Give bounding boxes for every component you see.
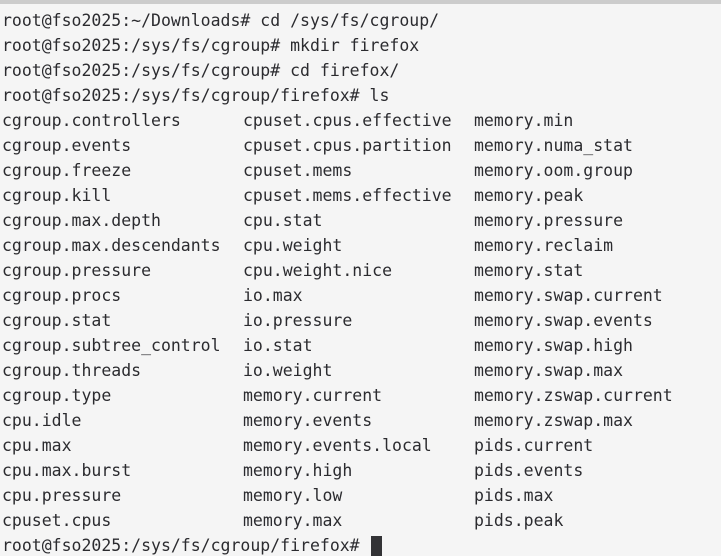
ls-entry: memory.current: [243, 386, 383, 405]
ls-output-row: cgroup.procs io.max memory.swap.current: [2, 283, 719, 308]
ls-output-row: cpu.pressure memory.low pids.max: [2, 483, 719, 508]
ls-entry: memory.swap.max: [474, 361, 624, 380]
ls-entry: cgroup.controllers: [2, 111, 181, 130]
ls-entry: io.weight: [243, 361, 333, 380]
ls-entry: cpuset.mems: [243, 161, 353, 180]
ls-output-row: cpu.idle memory.events memory.zswap.max: [2, 408, 719, 433]
ls-output-row: cgroup.events cpuset.cpus.partition memory…: [2, 133, 719, 158]
ls-output-row: cgroup.subtree_control io.stat memory.swap…: [2, 333, 719, 358]
ls-entry: cgroup.pressure: [2, 261, 152, 280]
ls-entry: cpu.weight.nice: [243, 261, 393, 280]
ls-entry: memory.max: [243, 511, 343, 530]
ls-entry: io.max: [243, 286, 303, 305]
ls-entry: cpuset.cpus.effective: [243, 111, 452, 130]
window-top-edge-strip: [0, 0, 721, 4]
ls-entry: cpu.max: [2, 436, 72, 455]
ls-entry: memory.numa_stat: [474, 136, 633, 155]
ls-entry: memory.swap.current: [474, 286, 663, 305]
ls-entry: cgroup.procs: [2, 286, 122, 305]
ls-output-row: cgroup.max.depth cpu.stat memory.pressure: [2, 208, 719, 233]
ls-entry: cpuset.cpus: [2, 511, 112, 530]
ls-output-row: cpuset.cpus memory.max pids.peak: [2, 508, 719, 533]
ls-entry: memory.zswap.current: [474, 386, 673, 405]
ls-entry: cpu.weight: [243, 236, 343, 255]
ls-entry: cgroup.threads: [2, 361, 142, 380]
terminal-screen[interactable]: root@fso2025:~/Downloads# cd /sys/fs/cgr…: [0, 4, 721, 556]
ls-entry: memory.oom.group: [474, 161, 633, 180]
ls-output-row: cpu.max memory.events.local pids.current: [2, 433, 719, 458]
ls-entry: memory.min: [474, 111, 574, 130]
ls-entry: pids.current: [474, 436, 594, 455]
ls-entry: cgroup.subtree_control: [2, 336, 221, 355]
ls-entry: cpu.idle: [2, 411, 82, 430]
ls-output-row: cgroup.kill cpuset.mems.effective memory.p…: [2, 183, 719, 208]
terminal-command-line: root@fso2025:~/Downloads# cd /sys/fs/cgr…: [2, 11, 440, 30]
ls-entry: memory.events: [243, 411, 373, 430]
ls-output-row: cgroup.controllers cpuset.cpus.effective m…: [2, 108, 719, 133]
ls-entry: cgroup.type: [2, 386, 112, 405]
ls-entry: memory.stat: [474, 261, 584, 280]
ls-output-row: cgroup.type memory.current memory.zswap.cu…: [2, 383, 719, 408]
ls-output-row: cgroup.freeze cpuset.mems memory.oom.group: [2, 158, 719, 183]
ls-entry: cgroup.freeze: [2, 161, 132, 180]
ls-output-row: cpu.max.burst memory.high pids.events: [2, 458, 719, 483]
ls-entry: memory.pressure: [474, 211, 624, 230]
ls-entry: cpu.max.burst: [2, 461, 132, 480]
ls-entry: cgroup.max.descendants: [2, 236, 221, 255]
terminal-command-line: root@fso2025:/sys/fs/cgroup/firefox# ls: [2, 86, 390, 105]
ls-entry: cpuset.mems.effective: [243, 186, 452, 205]
ls-entry: cpuset.cpus.partition: [243, 136, 452, 155]
terminal-cursor: [371, 536, 382, 556]
ls-entry: io.stat: [243, 336, 313, 355]
ls-entry: cgroup.max.depth: [2, 211, 161, 230]
ls-entry: cgroup.events: [2, 136, 132, 155]
ls-output-row: cgroup.max.descendants cpu.weight memory.r…: [2, 233, 719, 258]
ls-entry: pids.events: [474, 461, 584, 480]
ls-entry: memory.peak: [474, 186, 584, 205]
terminal-command-line: root@fso2025:/sys/fs/cgroup# cd firefox/: [2, 61, 400, 80]
ls-entry: memory.swap.events: [474, 311, 653, 330]
ls-entry: pids.max: [474, 486, 554, 505]
ls-entry: memory.reclaim: [474, 236, 614, 255]
ls-output-row: cgroup.pressure cpu.weight.nice memory.sta…: [2, 258, 719, 283]
terminal-prompt-line[interactable]: root@fso2025:/sys/fs/cgroup/firefox#: [2, 536, 370, 555]
ls-entry: pids.peak: [474, 511, 564, 530]
ls-entry: memory.high: [243, 461, 353, 480]
ls-output-row: cgroup.stat io.pressure memory.swap.events: [2, 308, 719, 333]
ls-output-row: cgroup.threads io.weight memory.swap.max: [2, 358, 719, 383]
ls-entry: io.pressure: [243, 311, 353, 330]
ls-entry: memory.events.local: [243, 436, 432, 455]
ls-entry: memory.swap.high: [474, 336, 633, 355]
ls-entry: cpu.stat: [243, 211, 323, 230]
ls-entry: memory.low: [243, 486, 343, 505]
ls-entry: cgroup.stat: [2, 311, 112, 330]
ls-entry: cgroup.kill: [2, 186, 112, 205]
ls-entry: cpu.pressure: [2, 486, 122, 505]
ls-entry: memory.zswap.max: [474, 411, 633, 430]
terminal-command-line: root@fso2025:/sys/fs/cgroup# mkdir firef…: [2, 36, 420, 55]
